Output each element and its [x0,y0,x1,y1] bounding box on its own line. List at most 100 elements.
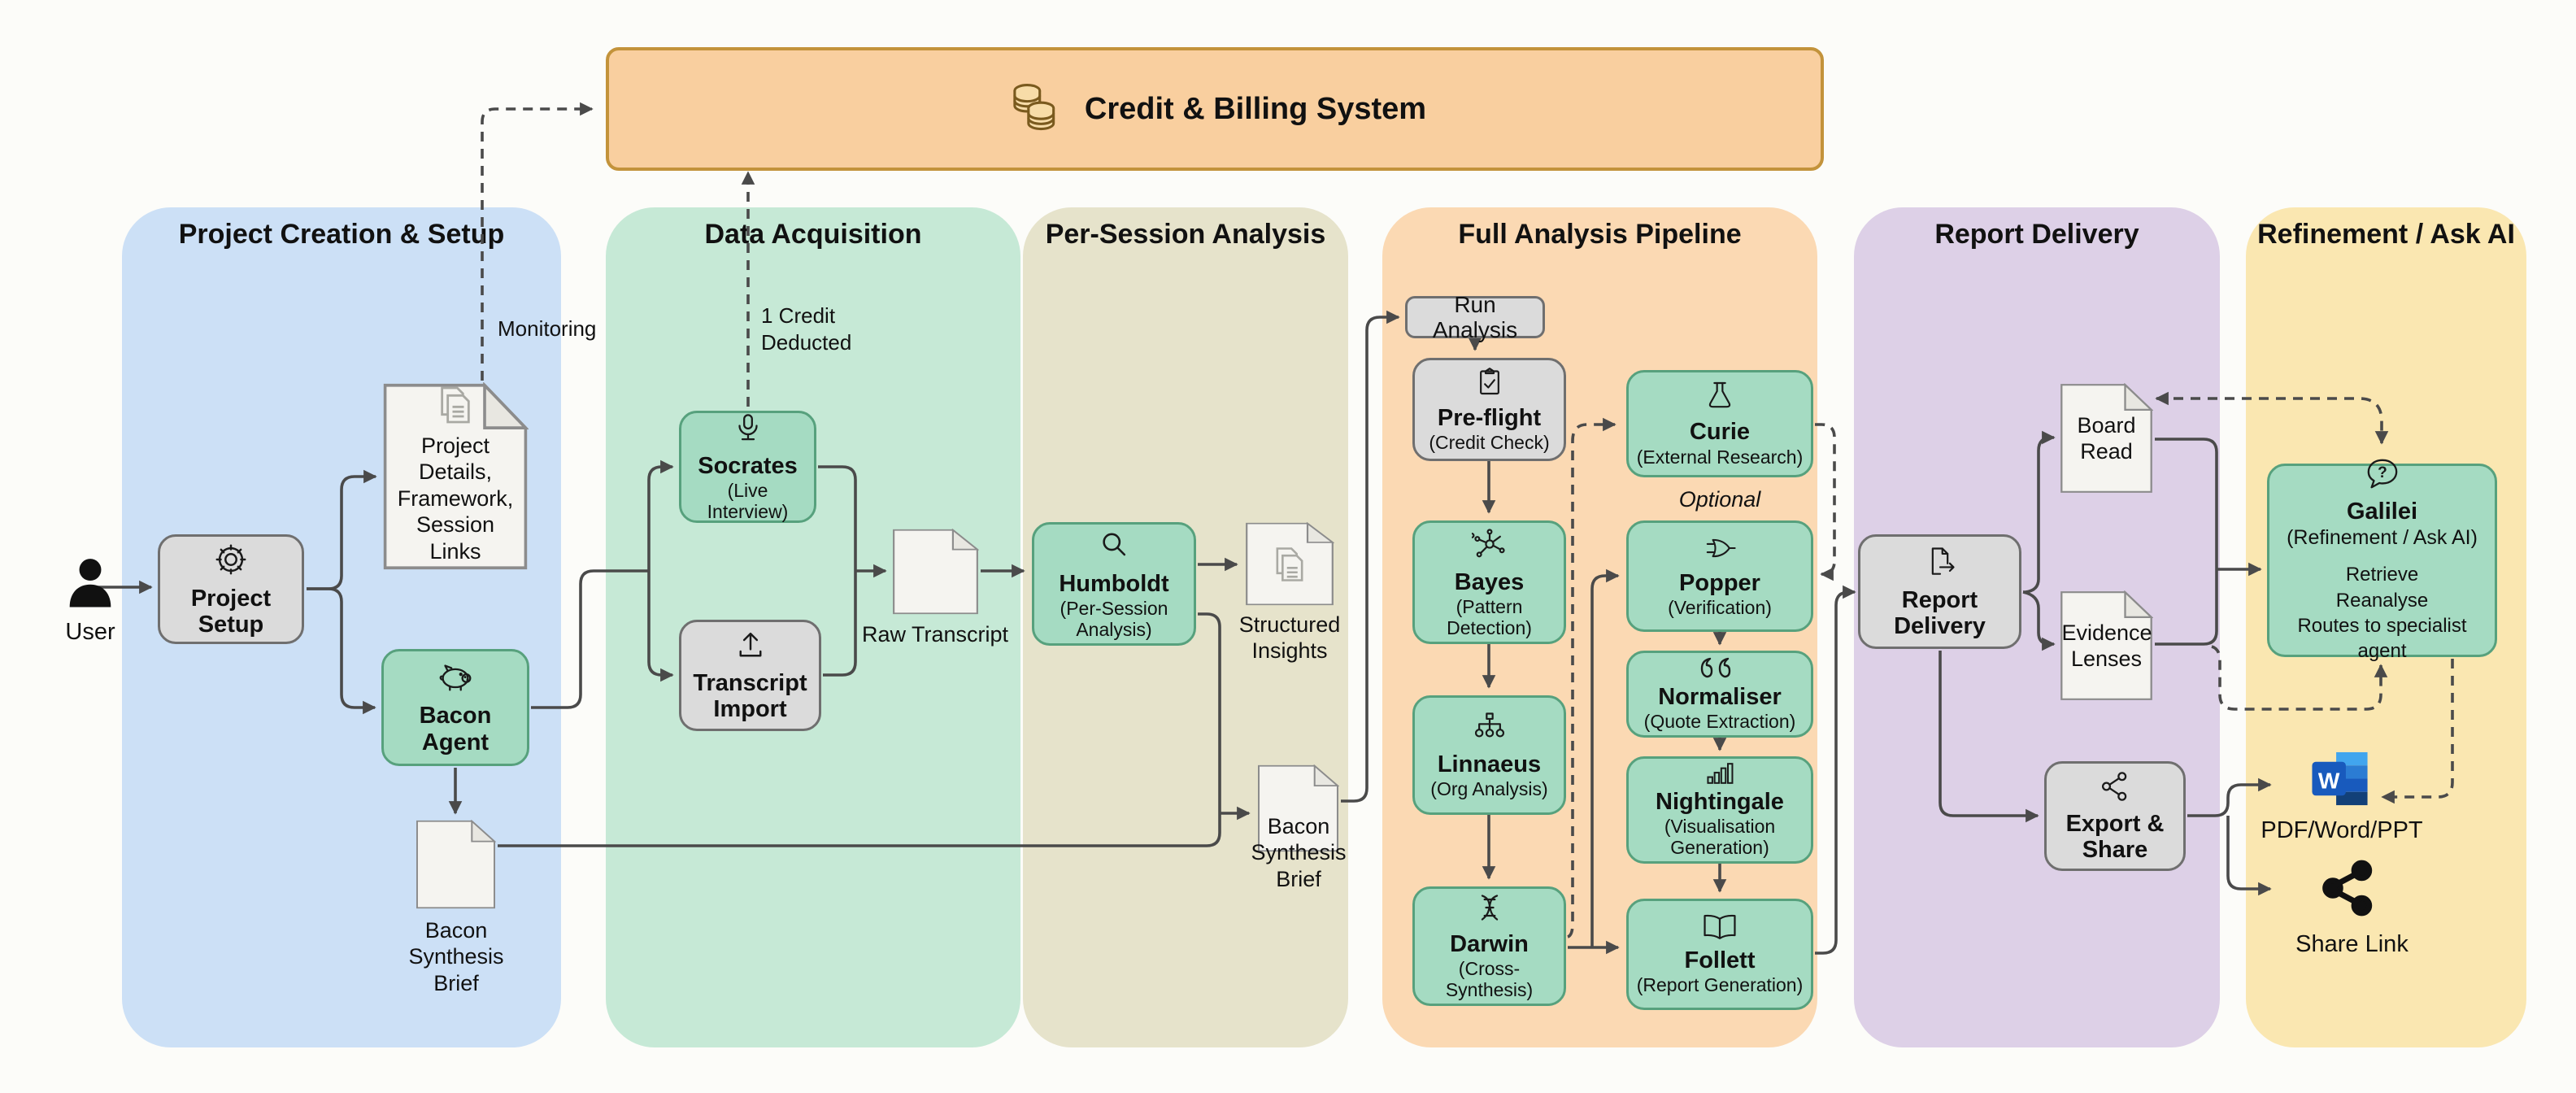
node-popper: Popper (Verification) [1626,520,1813,632]
node-report-delivery: Report Delivery [1858,534,2021,649]
doc-structured-insights [1245,522,1334,606]
node-preflight: Pre-flight (Credit Check) [1412,358,1566,461]
monitoring-label: Monitoring [498,316,597,341]
credit-billing-system: Credit & Billing System [606,47,1824,171]
lane-title-data-acquisition: Data Acquisition [704,219,922,250]
node-run-analysis: Run Analysis [1405,292,1545,342]
node-socrates: Socrates (Live Interview) [679,411,816,523]
coins-icon [1003,76,1064,140]
pig-icon [435,660,476,699]
doc-project-details: Project Details, Framework, Session Link… [382,382,529,571]
doc-bacon-synthesis-brief-1 [416,820,496,909]
share-link-label: Share Link [2295,931,2408,957]
node-export-share: Export & Share [2044,761,2186,871]
pdf-word-ppt-label: PDF/Word/PPT [2261,817,2423,843]
node-title: Pre-flight [1437,404,1542,431]
doc-bacon-synthesis-brief-2 [1257,764,1339,852]
node-curie: Curie (External Research) [1626,370,1813,477]
node-title: Darwin [1450,931,1529,958]
open-book-icon [1700,912,1739,944]
optional-label: Optional [1678,487,1761,512]
doc-label-bacon-brief-2: Bacon Synthesis Brief [1251,814,1347,891]
magnifier-icon [1096,528,1132,568]
node-title: Bacon Agent [419,703,492,756]
upload-icon [733,629,768,667]
doc-label: Project Details, Framework, Session Link… [397,433,514,564]
lane-data-acquisition: Data Acquisition [606,207,1020,1047]
lane-title-report-delivery: Report Delivery [1934,219,2139,250]
node-normaliser: Normaliser (Quote Extraction) [1626,651,1813,738]
doc-label-raw-transcript: Raw Transcript [861,622,1009,647]
lane-title-project-creation: Project Creation & Setup [178,219,505,250]
network-icon [1469,526,1508,566]
node-subtitle: (Cross-Synthesis) [1445,958,1534,1001]
share-link-icon [2319,858,2379,922]
node-title: Export & Share [2065,810,2165,863]
user-icon [69,559,111,607]
doc-label-bacon-brief-1: Bacon Synthesis Brief [408,918,504,995]
node-title: Normaliser [1658,683,1782,710]
credit-deducted-label: 1 Credit Deducted [761,303,852,355]
node-title: Galilei [2346,498,2418,525]
org-chart-icon [1472,710,1508,748]
node-nightingale: Nightingale (Visualisation Generation) [1626,756,1813,864]
document-export-icon [1922,544,1958,584]
doc-label-structured-insights: Structured Insights [1238,612,1341,664]
dna-icon [1472,891,1508,928]
node-title: Bayes [1454,568,1525,595]
node-title: Report Delivery [1894,586,1986,639]
bar-chart-icon [1704,762,1736,789]
node-darwin: Darwin (Cross-Synthesis) [1412,886,1566,1006]
node-transcript-import: Transcript Import [679,620,821,731]
lane-title-full-analysis-pipeline: Full Analysis Pipeline [1458,219,1742,250]
doc-evidence-lenses: Evidence Lenses [2060,590,2153,701]
word-file-icon: W [2309,750,2373,814]
quote-icon [1699,655,1741,684]
doc-label: Evidence Lenses [2061,620,2152,671]
node-title: Linnaeus [1437,751,1542,777]
node-subtitle: (External Research) [1636,446,1804,468]
node-subtitle: (Report Generation) [1636,974,1804,996]
doc-board-read: Board Read [2060,383,2153,494]
user-label: User [65,619,115,645]
node-humboldt: Humboldt (Per-Session Analysis) [1032,522,1196,646]
node-title: Project Setup [190,585,272,638]
node-title: Humboldt [1059,570,1169,597]
node-title: Socrates [698,452,798,479]
node-subtitle: (Credit Check) [1429,432,1550,454]
node-galilei: ? Galilei (Refinement / Ask AI) Retrieve… [2267,459,2497,662]
node-bacon-agent: Bacon Agent [381,649,529,766]
logic-gate-icon [1702,533,1738,567]
doc-raw-transcript [892,529,979,615]
credit-billing-title: Credit & Billing System [1084,91,1427,126]
gear-icon [212,541,250,582]
question-bubble-icon: ? [2364,457,2401,495]
lane-title-refinement-ask-ai: Refinement / Ask AI [2257,219,2515,250]
svg-text:W: W [2318,768,2340,793]
node-subtitle: (Pattern Detection) [1447,595,1532,638]
user-actor: User [46,553,135,646]
node-subtitle: (Refinement / Ask AI) [2287,526,2478,550]
node-linnaeus: Linnaeus (Org Analysis) [1412,695,1566,815]
svg-text:?: ? [2378,464,2387,481]
node-subtitle: (Verification) [1668,597,1772,619]
share-icon [2098,769,2132,808]
node-title: Curie [1689,419,1751,446]
node-subtitle: (Quote Extraction) [1643,711,1796,733]
clipboard-check-icon [1473,365,1506,402]
node-title: Nightingale [1656,788,1784,815]
doc-label: Board Read [2077,412,2136,464]
node-bayes: Bayes (Pattern Detection) [1412,520,1566,644]
node-project-setup: Project Setup [158,534,304,644]
node-subtitle: (Visualisation Generation) [1664,815,1776,858]
node-title: Run Analysis [1432,291,1518,342]
node-title: Popper [1679,569,1760,596]
node-subtitle: (Org Analysis) [1430,778,1548,800]
documents-stack-icon [441,386,470,424]
node-subtitle: (Per-Session Analysis) [1060,597,1168,640]
lane-title-per-session-analysis: Per-Session Analysis [1045,219,1326,250]
node-subtitle: (Live Interview) [707,479,789,522]
documents-stack-icon [1276,546,1303,581]
